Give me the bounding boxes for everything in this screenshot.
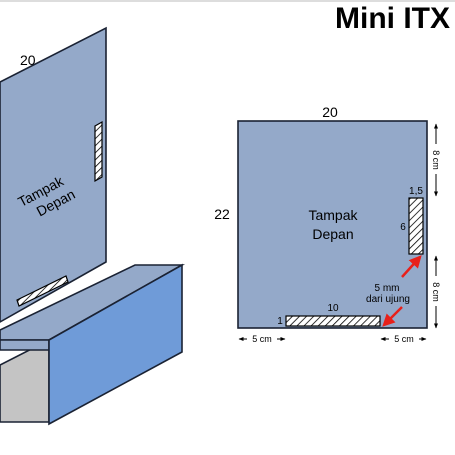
- iso-box-front: [0, 339, 50, 351]
- front-panel: [237, 120, 428, 329]
- front-width-label: 20: [322, 104, 338, 120]
- front-panel-label-line2: Depan: [312, 226, 353, 242]
- horizontal-slot-width-label: 10: [327, 303, 339, 314]
- vertical-slot: [408, 197, 424, 255]
- dim-bottom-right-h-label: 5 cm: [394, 334, 414, 344]
- dim-bottom-left-label: 5 cm: [252, 334, 272, 344]
- dim-top-right-label: 8 cm: [431, 150, 441, 170]
- offset-note-line2: dari ujung: [366, 294, 410, 305]
- vertical-slot-width-label: 1,5: [409, 186, 423, 197]
- dim-bottom-right-label: 8 cm: [431, 282, 441, 302]
- iso-horizontal-slot: [16, 275, 69, 307]
- page-title: Mini ITX: [335, 2, 450, 35]
- front-height-label: 22: [214, 206, 230, 222]
- iso-front-panel: [0, 26, 107, 323]
- iso-vertical-slot: [94, 120, 103, 183]
- offset-arrow-to-vertical-slot: [401, 255, 422, 278]
- vertical-slot-height-label: 6: [400, 222, 406, 233]
- isometric-view: 20 Tampak Depan: [0, 26, 186, 426]
- offset-note-line1: 5 mm: [375, 283, 400, 294]
- horizontal-slot: [285, 315, 381, 327]
- iso-box-inner: [0, 338, 50, 423]
- iso-box-side: [48, 263, 183, 426]
- front-view: 20 22 Tampak Depan 1,5 6 1 10 5 mm dari …: [214, 104, 441, 345]
- horizontal-slot-height-label: 1: [277, 316, 283, 327]
- iso-width-label: 20: [20, 52, 36, 68]
- offset-arrow-to-horizontal-slot: [382, 306, 403, 327]
- front-panel-label-line1: Tampak: [308, 207, 358, 223]
